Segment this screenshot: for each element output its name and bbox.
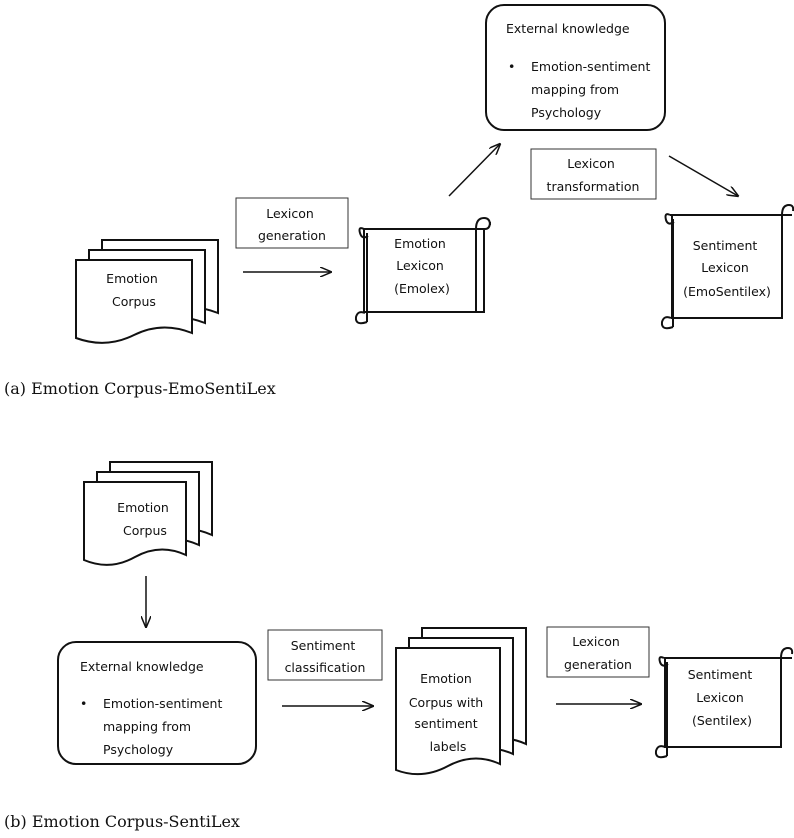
sentiment-classification-box: Sentiment classification [267,629,383,681]
external-knowledge-title-b: External knowledge [80,659,204,674]
sentiment-lexicon-scroll-a: Sentiment Lexicon (EmoSentilex) [660,203,794,330]
external-knowledge-title-a: External knowledge [506,21,630,36]
sentiment-lexicon-label-b: Sentiment Lexicon (Sentilex) [688,667,757,728]
caption-a: (a) Emotion Corpus-EmoSentiLex [4,379,276,398]
emotion-lexicon-label-a: Emotion Lexicon (Emolex) [394,236,450,296]
svg-text:Sentiment classification: Sentiment classification [285,638,366,675]
external-knowledge-item-a: Emotion-sentiment mapping from Psycholog… [531,59,654,120]
svg-text:Lexicon generation: Lexicon generation [564,634,632,672]
external-knowledge-item-b: Emotion-sentiment mapping from Psycholog… [103,696,226,757]
sentiment-lexicon-scroll-b: Sentiment Lexicon (Sentilex) [654,646,794,759]
svg-text:Lexicon transformation: Lexicon transformation [547,156,640,194]
emotion-corpus-doc-stack-b: Emotion Corpus [83,461,213,566]
svg-text:Lexicon generation: Lexicon generation [258,206,326,243]
lexicon-transformation-box: Lexicon transformation [530,148,657,200]
corpus-with-labels-label: Emotion Corpus with sentiment labels [409,671,487,754]
svg-text:•: • [508,59,515,74]
emotion-lexicon-scroll-a: Emotion Lexicon (Emolex) [354,216,491,325]
corpus-with-labels-doc-stack: Emotion Corpus with sentiment labels [395,627,527,776]
emotion-corpus-label-b: Emotion Corpus [117,500,173,538]
emotion-corpus-doc-stack-a: Emotion Corpus [75,239,219,344]
external-knowledge-box-a: External knowledge • Emotion-sentiment m… [485,4,666,131]
external-knowledge-box-b: External knowledge • Emotion-sentiment m… [57,641,257,765]
svg-text:•: • [80,696,87,711]
caption-b: (b) Emotion Corpus-SentiLex [4,812,240,831]
lexicon-generation-box-a: Lexicon generation [235,197,349,249]
lexicon-generation-box-b: Lexicon generation [546,626,650,678]
sentiment-lexicon-label-a: Sentiment Lexicon (EmoSentilex) [683,238,771,299]
arrow-external-to-emosentilex [668,155,738,196]
arrow-emolex-to-external [448,144,500,197]
emotion-corpus-label-a: Emotion Corpus [106,271,162,309]
